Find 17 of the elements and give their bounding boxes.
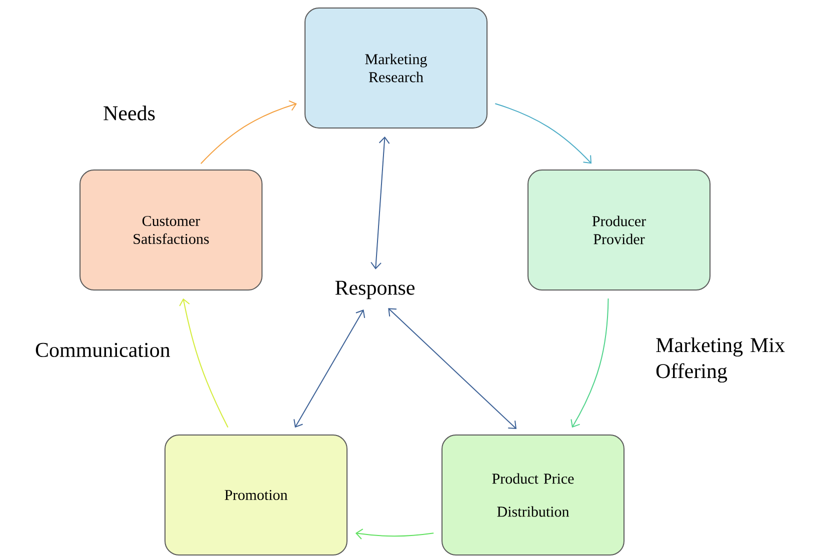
edge-label: Marketing Mix Offering	[656, 337, 785, 383]
response-text: Response	[335, 280, 415, 300]
arrow	[370, 136, 390, 270]
edge-label: Needs	[104, 106, 155, 120]
process-box: Customer Satisfactions	[80, 170, 262, 290]
arrow	[200, 100, 297, 164]
process-box: Product Price Distribution	[442, 434, 624, 556]
edge-label: Communication	[36, 342, 170, 358]
arrow	[494, 103, 592, 164]
process-box: Producer Provider	[528, 170, 710, 290]
arrow	[388, 308, 517, 430]
process-box: Promotion	[164, 434, 348, 556]
arrow	[570, 298, 609, 428]
process-box: Marketing Research	[304, 8, 488, 128]
arrow	[294, 310, 366, 428]
arrow	[179, 298, 228, 428]
arrow	[355, 528, 434, 540]
